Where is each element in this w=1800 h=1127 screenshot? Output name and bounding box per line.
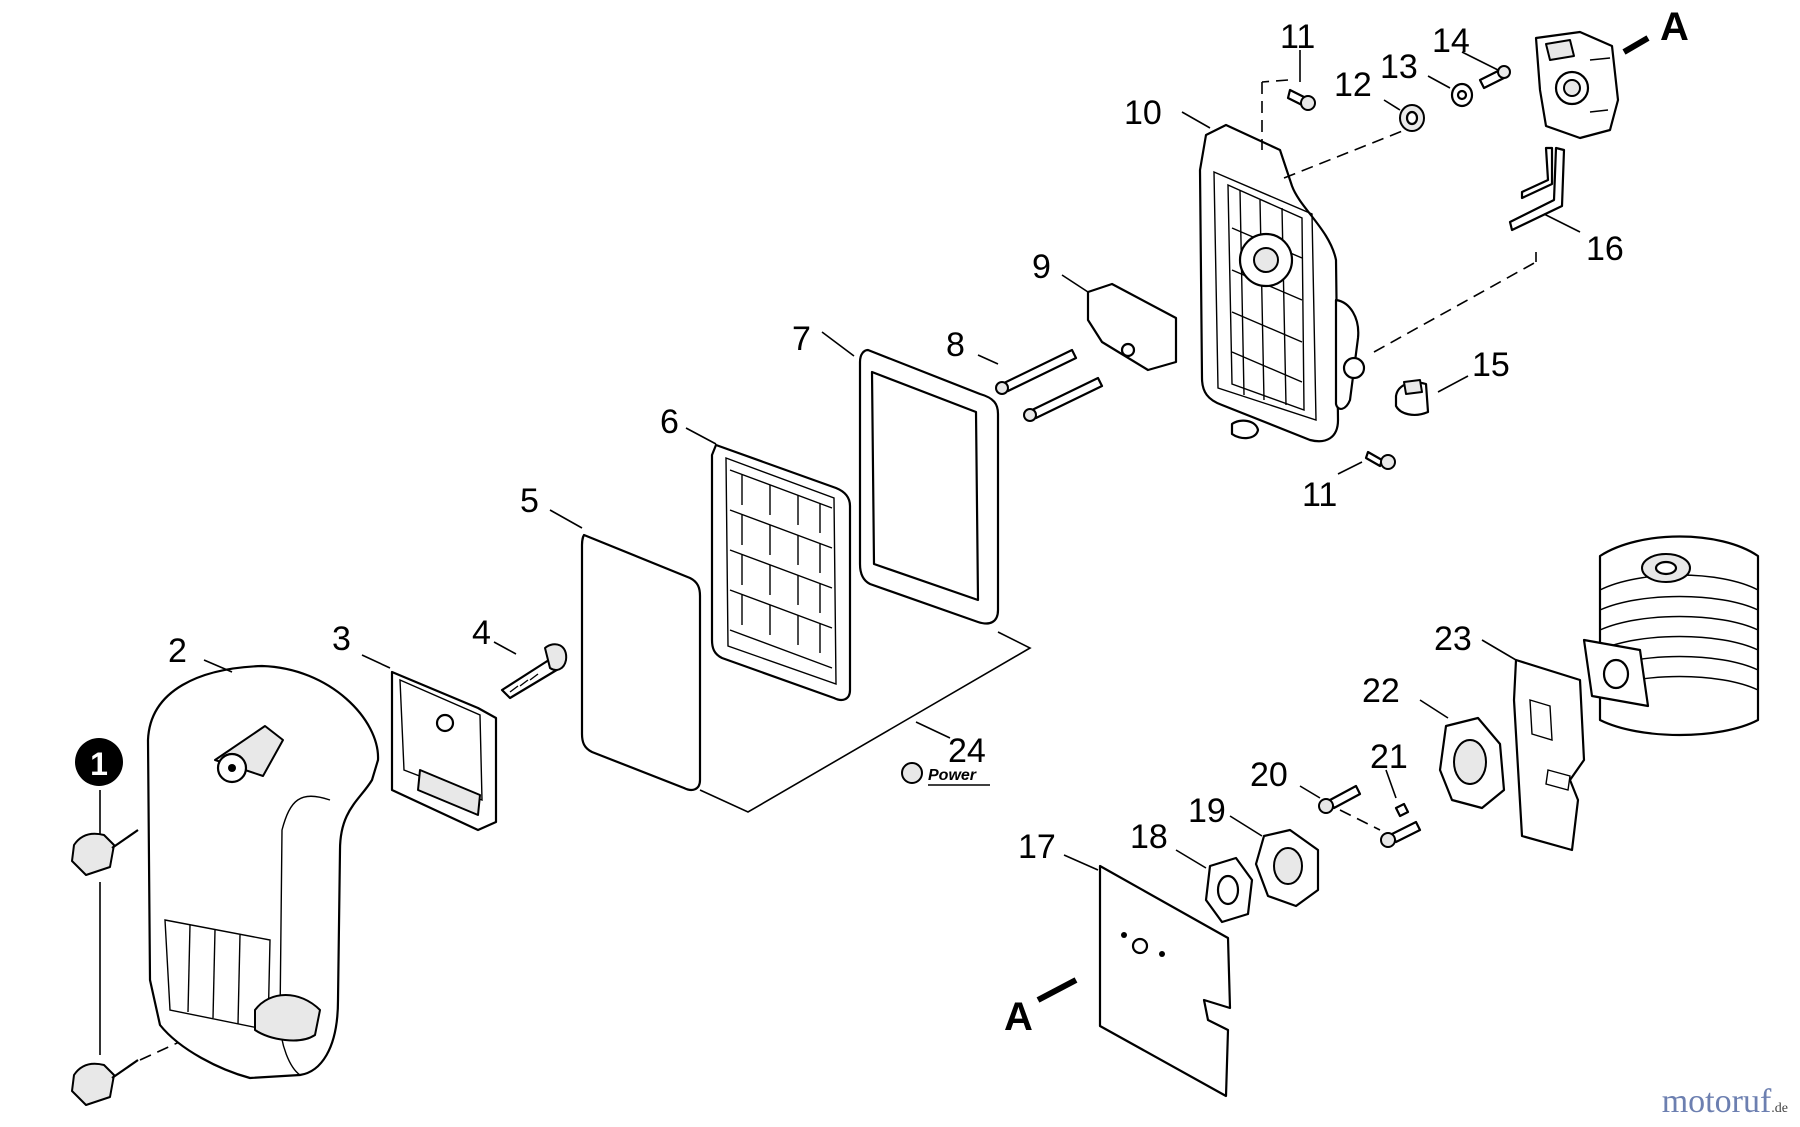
callout-labels: 2 3 4 5 6 7 8 9 10 11 11 12 13 14 15 16 … bbox=[168, 18, 1624, 866]
part-24-kit: Power bbox=[699, 631, 1032, 813]
callout-21: 21 bbox=[1370, 738, 1408, 776]
watermark-tld: .de bbox=[1771, 1101, 1788, 1116]
part-20-screws bbox=[1299, 784, 1422, 848]
callout-2: 2 bbox=[168, 632, 187, 670]
part-12-grommet bbox=[1383, 99, 1425, 132]
callout-23: 23 bbox=[1434, 620, 1472, 658]
callout-6: 6 bbox=[660, 403, 679, 441]
callout-5: 5 bbox=[520, 482, 539, 520]
part-19-flange bbox=[1229, 815, 1320, 908]
carburetor bbox=[1520, 30, 1620, 200]
part-18-spacer bbox=[1175, 849, 1254, 924]
callout-1: 1 bbox=[90, 746, 108, 782]
callout-24: 24 bbox=[948, 732, 986, 770]
callout-7: 7 bbox=[792, 320, 811, 358]
alignment-lines bbox=[1261, 79, 1537, 353]
a-label-bottom: A bbox=[1004, 995, 1033, 1039]
watermark-main: motoruf bbox=[1661, 1083, 1772, 1120]
power-badge-text: Power bbox=[928, 767, 977, 784]
part-7-frame bbox=[821, 331, 1000, 625]
part-23-gasket bbox=[1481, 639, 1586, 852]
callout-9: 9 bbox=[1032, 248, 1051, 286]
power-badge: Power bbox=[901, 762, 990, 786]
part-2-cover bbox=[146, 659, 380, 1080]
callout-4: 4 bbox=[472, 614, 491, 652]
callout-14: 14 bbox=[1432, 22, 1470, 60]
callout-22: 22 bbox=[1362, 672, 1400, 710]
callout-13: 13 bbox=[1380, 48, 1418, 86]
callout-3: 3 bbox=[332, 620, 351, 658]
part-21-pin bbox=[1385, 769, 1410, 818]
site-watermark: motoruf.de bbox=[1662, 1083, 1788, 1121]
callout-11-bottom: 11 bbox=[1302, 476, 1337, 514]
part-4-bolt bbox=[493, 641, 568, 700]
callout-15: 15 bbox=[1472, 346, 1510, 384]
cylinder bbox=[1582, 535, 1760, 737]
part-11-screws bbox=[1286, 50, 1396, 475]
callout-12: 12 bbox=[1334, 66, 1372, 104]
callout-8: 8 bbox=[946, 326, 965, 364]
callout-19: 19 bbox=[1188, 792, 1226, 830]
part-13-washer bbox=[1427, 75, 1474, 108]
part-16-pipe bbox=[1508, 146, 1581, 233]
part-8-screws bbox=[977, 348, 1104, 422]
callout-16: 16 bbox=[1586, 230, 1624, 268]
callout-20: 20 bbox=[1250, 756, 1288, 794]
callout-11-top: 11 bbox=[1280, 18, 1315, 56]
part-15-primer bbox=[1394, 375, 1469, 416]
part-9-cover bbox=[1061, 274, 1178, 372]
part-17-gasket bbox=[1063, 854, 1232, 1098]
a-label-top: A bbox=[1660, 5, 1689, 49]
part-22-insulator bbox=[1419, 699, 1506, 810]
part-3-base-plate bbox=[361, 654, 498, 832]
part-6-filter bbox=[685, 427, 852, 701]
part-5-pad bbox=[549, 509, 702, 791]
callout-18: 18 bbox=[1130, 818, 1168, 856]
part-10-case bbox=[1181, 111, 1366, 443]
part-14-screw bbox=[1461, 51, 1511, 90]
a-marker-bottom: A bbox=[1004, 977, 1078, 1039]
a-marker-top: A bbox=[1622, 5, 1689, 55]
callout-1-badge: 1 bbox=[75, 738, 123, 786]
callout-17: 17 bbox=[1018, 828, 1056, 866]
callout-10: 10 bbox=[1124, 94, 1162, 132]
